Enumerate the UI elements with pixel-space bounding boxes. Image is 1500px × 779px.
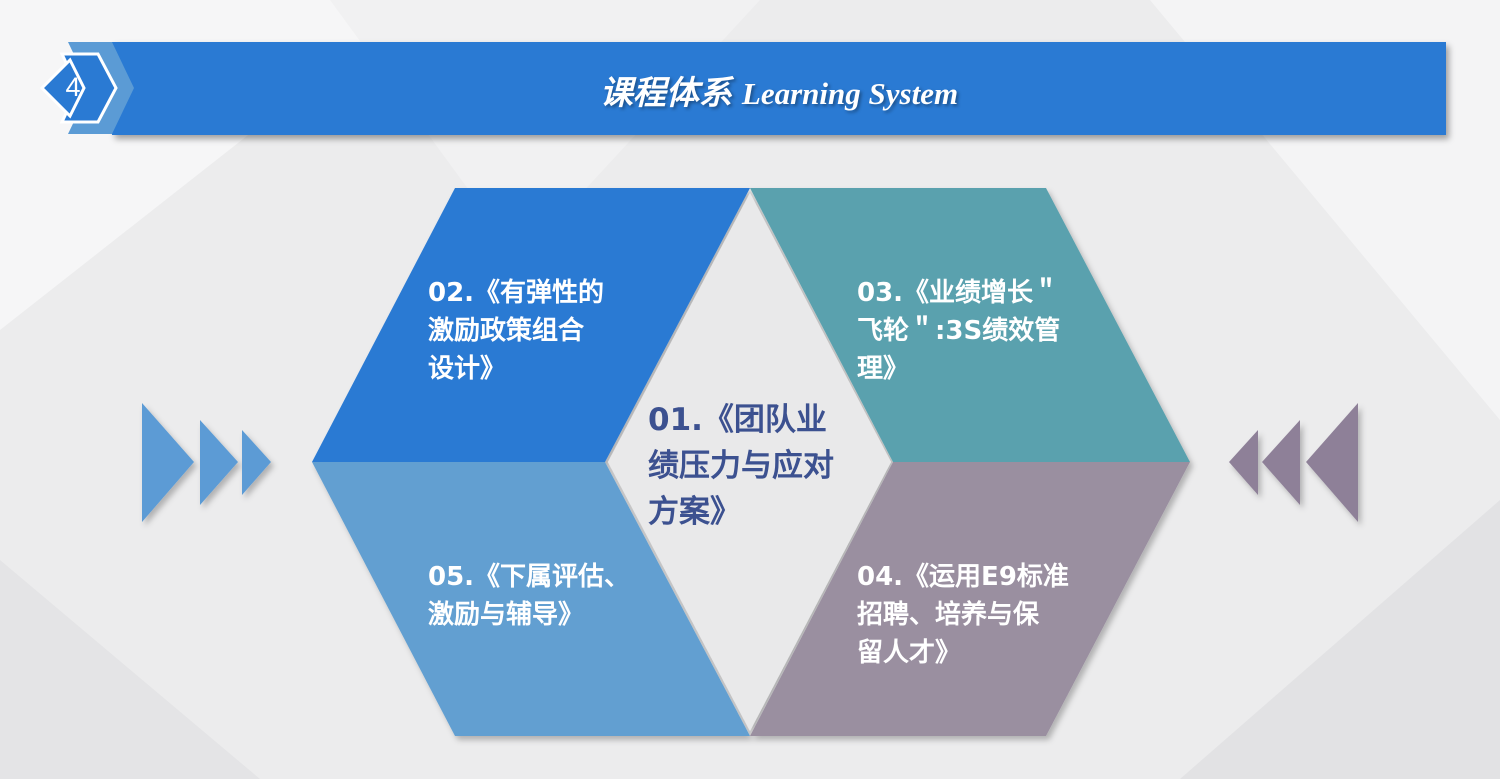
left-arrow-1 xyxy=(142,403,194,522)
module-02-label: 02.《有弹性的 激励政策组合 设计》 xyxy=(428,278,605,384)
module-01-center-diamond xyxy=(608,193,891,731)
header-bar xyxy=(112,42,1446,135)
module-03-label: 03.《业绩增长＂ 飞轮＂:3S绩效管 理》 xyxy=(857,278,1061,384)
left-arrows-decoration xyxy=(142,403,271,522)
right-arrow-1 xyxy=(1306,403,1358,522)
section-number: 4 xyxy=(65,72,81,102)
module-03-segment xyxy=(750,188,1190,462)
module-05-label: 05.《下属评估、 激励与辅导》 xyxy=(428,562,631,630)
right-arrow-2 xyxy=(1262,420,1300,505)
title-english: Learning System xyxy=(741,76,959,111)
module-02-segment xyxy=(312,188,750,462)
page-title: 课程体系 Learning System xyxy=(112,66,1446,114)
left-arrow-2 xyxy=(200,420,238,505)
left-arrow-3 xyxy=(242,430,271,495)
right-arrows-decoration xyxy=(1229,403,1358,522)
module-04-label: 04.《运用E9标准 招聘、培养与保 留人才》 xyxy=(857,562,1069,668)
module-04-segment xyxy=(750,462,1190,736)
title-chinese: 课程体系 xyxy=(599,73,732,112)
module-05-segment xyxy=(312,462,750,736)
section-badge xyxy=(40,42,134,134)
right-arrow-3 xyxy=(1229,430,1258,495)
module-01-label: 01.《团队业 绩压力与应对 方案》 xyxy=(648,402,834,530)
